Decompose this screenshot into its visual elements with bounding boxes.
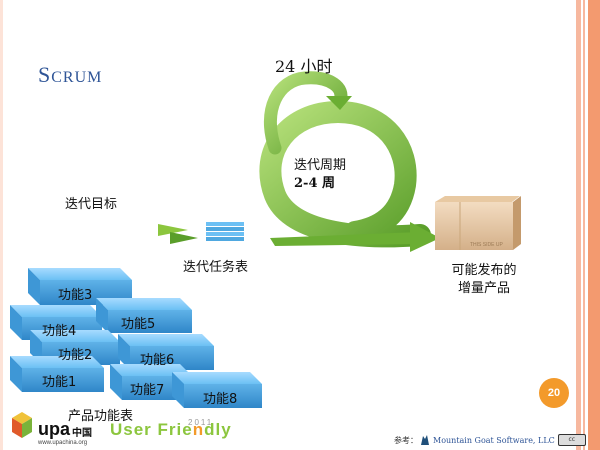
uf-text-part3: dly — [204, 420, 232, 439]
iteration-label: 迭代周期 — [294, 158, 347, 173]
user-friendly-logo: User Friendly — [110, 420, 232, 440]
product-backlog-label: 产品功能表 — [68, 409, 134, 424]
feature-label-7: 功能7 — [130, 383, 165, 398]
sprint-backlog-stack — [206, 222, 244, 241]
upa-logo-icon — [12, 412, 32, 438]
iteration-goal-label: 迭代目标 — [65, 197, 118, 212]
goat-logo-icon — [421, 435, 429, 445]
feature-block-5 — [96, 298, 192, 333]
feature-label-5: 功能5 — [121, 317, 156, 332]
title-rest: CRUM — [51, 69, 103, 86]
decor-stripe-1 — [576, 0, 581, 450]
decor-stripe-4 — [0, 0, 3, 450]
decor-stripe-3 — [588, 0, 600, 450]
user-friendly-year: 2011 — [188, 418, 214, 427]
reference-company: Mountain Goat Software, LLC — [433, 435, 555, 445]
reference-label: 参考： — [394, 435, 418, 445]
uf-text-part2: n — [192, 420, 205, 439]
feature-block-1 — [10, 356, 104, 392]
increment-box: THIS SIDE UP — [435, 196, 521, 250]
feature-label-4: 功能4 — [42, 324, 77, 339]
increment-label-line1: 可能发布的 — [451, 263, 517, 278]
upa-cn: 中国 — [72, 428, 92, 439]
reference-credit: 参考： Mountain Goat Software, LLC cc — [394, 434, 586, 446]
iteration-backlog-label: 迭代任务表 — [183, 260, 249, 275]
slide-title: SCRUM — [38, 62, 102, 88]
creative-commons-icon: cc — [557, 434, 586, 446]
feature-label-8: 功能8 — [203, 392, 238, 407]
iteration-cycle-label: 迭代周期 2-4 周 — [294, 157, 384, 193]
daily-cycle-label: 24 小时 — [275, 57, 333, 76]
daily-cycle-arrow — [263, 71, 352, 155]
feature-label-6: 功能6 — [140, 353, 175, 368]
feature-label-3: 功能3 — [58, 288, 93, 303]
increment-label: 可能发布的 增量产品 — [444, 262, 524, 298]
iteration-length: 2-4 周 — [294, 176, 336, 191]
increment-label-line2: 增量产品 — [457, 281, 510, 296]
feature-label-2: 功能2 — [58, 348, 93, 363]
iteration-cycle-arrow — [259, 100, 440, 252]
svg-text:THIS SIDE UP: THIS SIDE UP — [470, 242, 503, 248]
goal-arrow — [158, 224, 198, 244]
upa-brand: upa — [38, 419, 71, 439]
uf-text-part1: User Frie — [110, 420, 193, 439]
feature-label-1: 功能1 — [42, 375, 77, 390]
upa-url: www.upachina.org — [38, 440, 88, 446]
page-number-badge: 20 — [539, 378, 569, 408]
title-first-letter: S — [38, 62, 52, 87]
feature-block-8 — [172, 372, 262, 408]
decor-stripe-2 — [583, 0, 585, 450]
